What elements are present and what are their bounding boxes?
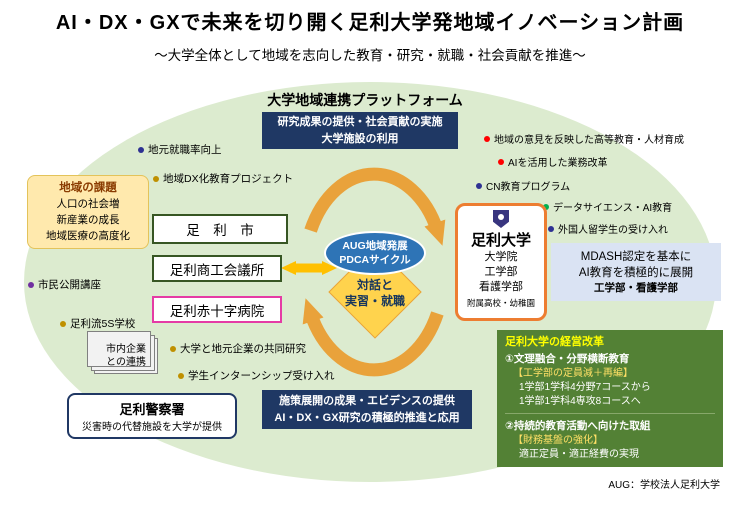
policy-banner-line2: AI・DX・GX研究の積極的推進と応用 — [274, 411, 460, 424]
university-box: 足利大学 大学院 工学部 看護学部 附属高校・幼稚園 — [455, 203, 547, 321]
mgmt-item1-sub: 【工学部の定員減＋再編】 — [513, 368, 633, 380]
issues-line: 地域医療の高度化 — [46, 229, 130, 242]
mgmt-item1-line: 1学部1学科4専攻8コースへ — [519, 396, 641, 408]
university-crest-icon — [493, 210, 509, 228]
companies-stack-box: 市内企業 との連携 — [87, 331, 158, 374]
bullet-label: 地域DX化教育プロジェクト — [163, 173, 294, 185]
page-subtitle: ～大学全体として地域を志向した教育・研究・就職・社会貢献を推進～ — [154, 48, 586, 63]
diamond-line: 実習・就職 — [344, 293, 405, 308]
bullet-label: データサイエンス・AI教育 — [553, 203, 673, 214]
police-box: 足利警察署 災害時の代替施設を大学が提供 — [67, 393, 237, 439]
university-faculty: 大学院 — [484, 251, 518, 263]
bullet-label: 外国人留学生の受け入れ — [558, 225, 668, 236]
mgmt-item2-sub: 【財務基盤の強化】 — [513, 434, 603, 446]
bullet-cn-program: CN教育プログラム — [476, 178, 570, 193]
bullet-dot — [476, 182, 482, 189]
university-faculty: 工学部 — [484, 265, 518, 278]
companies-line: 市内企業 — [106, 344, 146, 355]
page-title: AI・DX・GXで未来を切り開く足利大学発地域イノベーション計画 — [55, 12, 685, 34]
management-reform-box: 足利大学の経営改革 ①文理融合・分野横断教育 【工学部の定員減＋再編】 1学部1… — [497, 330, 723, 467]
bullet-dot — [170, 345, 176, 352]
bullet-dot — [548, 225, 554, 232]
policy-banner: 施策展開の成果・エビデンスの提供 AI・DX・GX研究の積極的推進と応用 — [262, 390, 472, 429]
bullet-public-lecture: 市民公開講座 — [28, 277, 101, 292]
bullet-ai-work-reform: AIを活用した業務改革 — [498, 154, 607, 169]
mdash-line: AI教育を積極的に展開 — [578, 266, 694, 279]
bullet-dot — [60, 320, 66, 327]
dialogue-diamond-label: 対話と 実習・就職 — [330, 278, 420, 309]
bullet-dot — [138, 146, 144, 153]
bullet-label: 地域の意見を反映した高等教育・人材育成 — [494, 135, 684, 146]
issues-title: 地域の課題 — [59, 182, 117, 194]
bullet-dot — [498, 158, 504, 165]
bullet-dot — [178, 372, 184, 379]
companies-line: との連携 — [106, 357, 146, 368]
bullet-label: 学生インターンシップ受け入れ — [188, 370, 335, 382]
police-subtitle: 災害時の代替施設を大学が提供 — [82, 422, 222, 433]
bullet-dot — [28, 281, 34, 288]
bullet-foreign-students: 外国人留学生の受け入れ — [548, 221, 668, 236]
pdca-line: AUG地域発展 — [342, 239, 408, 252]
bullet-internship: 学生インターンシップ受け入れ — [178, 368, 334, 383]
partner-city-box: 足 利 市 — [152, 214, 288, 244]
bullet-data-science-ai: データサイエンス・AI教育 — [543, 199, 672, 214]
bullet-label: 地元就職率向上 — [148, 144, 222, 156]
bullet-label: AIを活用した業務改革 — [508, 158, 608, 169]
mdash-line: MDASH認定を基本に — [580, 250, 692, 263]
bullet-label: 足利流5S学校 — [70, 318, 136, 330]
platform-label: 大学地域連携プラットフォーム — [267, 92, 463, 108]
bullet-dot — [543, 203, 549, 210]
bullet-dx-education-project: 地域DX化教育プロジェクト — [153, 171, 293, 186]
police-title: 足利警察署 — [119, 402, 185, 417]
research-banner-line1: 研究成果の提供・社会貢献の実施 — [277, 116, 443, 128]
mdash-bold-line: 工学部・看護学部 — [594, 281, 678, 294]
bullet-label: CN教育プログラム — [486, 182, 571, 193]
bullet-regional-opinion-education: 地域の意見を反映した高等教育・人材育成 — [484, 131, 684, 146]
regional-issues-box: 地域の課題 人口の社会増 新産業の成長 地域医療の高度化 — [27, 175, 149, 249]
research-banner-line2: 大学施設の利用 — [321, 132, 399, 145]
bullet-dot — [153, 175, 159, 182]
bullet-joint-research: 大学と地元企業の共同研究 — [170, 341, 306, 356]
university-affiliate: 附属高校・幼稚園 — [466, 297, 535, 308]
bullet-local-employment: 地元就職率向上 — [138, 142, 222, 157]
mgmt-item1-title: ①文理融合・分野横断教育 — [505, 353, 630, 366]
mgmt-item2-title: ②持続的教育活動へ向けた取組 — [505, 420, 651, 433]
university-name: 足利大学 — [470, 232, 531, 249]
pdca-ellipse: AUG地域発展 PDCAサイクル — [324, 231, 426, 275]
bullet-5s-school: 足利流5S学校 — [60, 316, 135, 331]
mdash-box: MDASH認定を基本に AI教育を積極的に展開 工学部・看護学部 — [551, 243, 721, 301]
mgmt-item1-line: 1学部1学科4分野7コースから — [519, 382, 651, 394]
bullet-label: 市民公開講座 — [38, 279, 101, 291]
mgmt-title: 足利大学の経営改革 — [505, 336, 604, 348]
bullet-dot — [484, 135, 490, 142]
pdca-line: PDCAサイクル — [339, 254, 411, 266]
partner-hospital-box: 足利赤十字病院 — [152, 296, 282, 323]
university-faculty: 看護学部 — [479, 280, 523, 293]
footnote-aug: AUG：学校法人足利大学 — [608, 480, 720, 491]
partner-chamber-box: 足利商工会議所 — [152, 255, 282, 282]
issues-line: 新産業の成長 — [56, 214, 120, 226]
policy-banner-line1: 施策展開の成果・エビデンスの提供 — [279, 395, 455, 407]
mgmt-item2-line: 適正定員・適正経費の実現 — [519, 448, 639, 460]
diamond-line: 対話と — [356, 278, 393, 292]
bullet-label: 大学と地元企業の共同研究 — [180, 343, 306, 355]
issues-line: 人口の社会増 — [56, 198, 120, 211]
research-banner: 研究成果の提供・社会貢献の実施 大学施設の利用 — [262, 112, 458, 149]
